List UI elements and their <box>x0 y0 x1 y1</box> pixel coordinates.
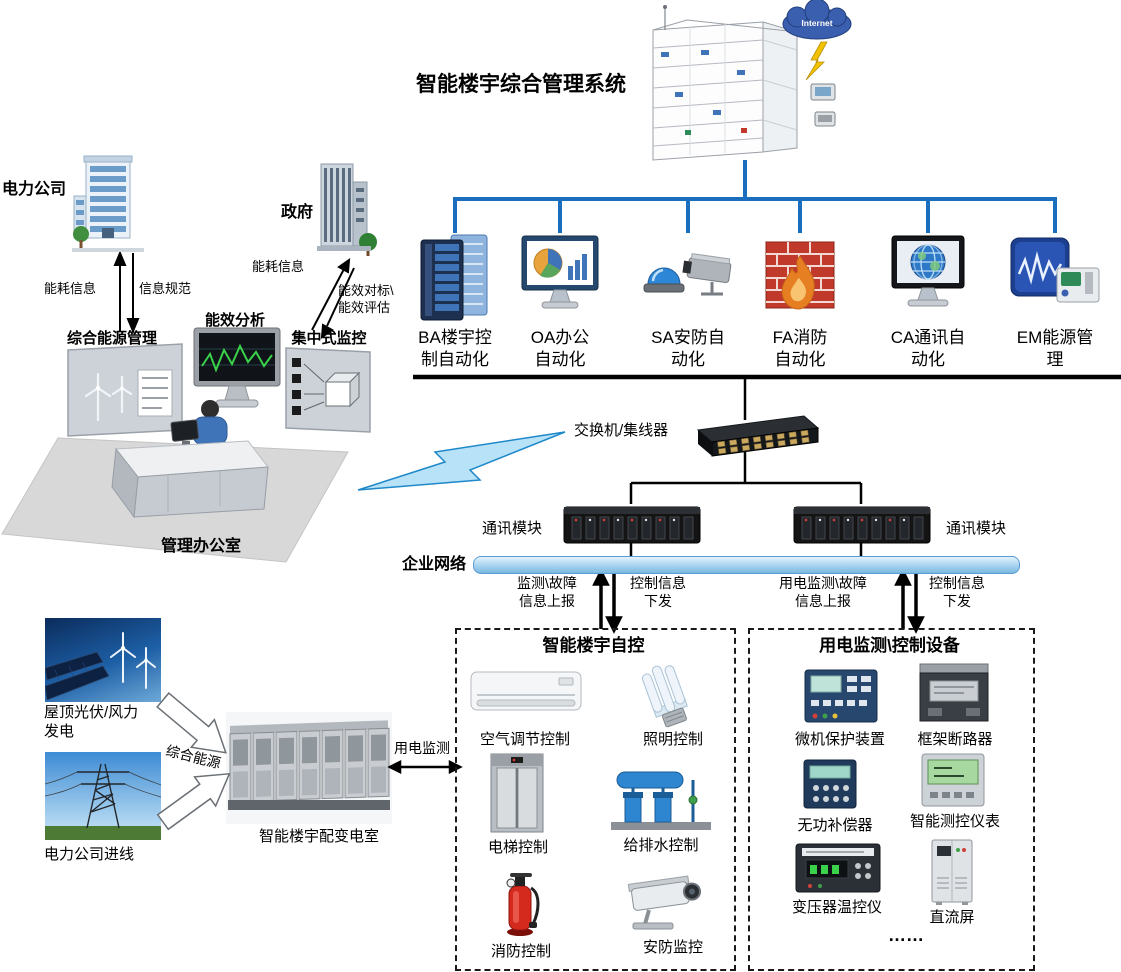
building-auto-box <box>455 628 736 971</box>
small-lightning-icon <box>805 41 828 81</box>
item-label-elevator: 电梯控制 <box>487 839 548 856</box>
grid-inlet-label: 电力公司进线 <box>44 846 135 863</box>
dc-panel-icon <box>931 839 973 905</box>
energy-info-label-left: 能耗信息 <box>44 281 97 296</box>
sa-security-icon <box>643 253 732 296</box>
flow-up-left-label: 监测\故障 信息上报 <box>517 575 577 609</box>
subsystem-label-ba: BA楼宇控 制自动化 <box>418 328 492 369</box>
item-label-breaker: 框架断路器 <box>917 731 993 748</box>
power-company-label: 电力公司 <box>2 181 67 198</box>
item-label-lighting: 照明控制 <box>642 731 703 748</box>
smart-meter-icon <box>921 753 985 807</box>
water-supply-icon <box>611 771 711 830</box>
subsystem-label-oa: OA办公 自动化 <box>530 328 590 369</box>
em-energy-icon <box>1010 237 1100 303</box>
item-label-relay: 微机保护装置 <box>794 731 885 748</box>
energy-info-label-gov: 能耗信息 <box>252 259 305 274</box>
subsystem-label-sa: SA安防自 动化 <box>651 328 725 369</box>
cfl-lamp-icon <box>641 665 688 728</box>
cctv-camera-icon <box>627 875 701 930</box>
transformer-temp-controller-icon <box>795 843 881 893</box>
pv-wind-label: 屋顶光伏/风力 发电 <box>44 704 139 741</box>
item-label-fire: 消防控制 <box>490 943 551 960</box>
flow-up-right-label: 用电监测\故障 信息上报 <box>779 575 867 609</box>
benchmark-label: 能效对标\ 能效评估 <box>338 283 394 315</box>
ca-communication-icon <box>891 235 965 307</box>
circuit-breaker-icon <box>919 663 989 722</box>
power-line-photo <box>45 752 161 840</box>
energy-management-board <box>67 343 183 437</box>
comm-module-left <box>563 506 701 544</box>
switchgear-photo <box>226 712 392 824</box>
enterprise-network-bus <box>473 556 1020 574</box>
item-label-water: 给排水控制 <box>623 837 699 854</box>
power-monitoring-label: 用电监测 <box>394 740 450 756</box>
page-title: 智能楼宇综合管理系统 <box>416 73 626 96</box>
power-monitor-box <box>748 628 1035 971</box>
item-label-security: 安防监控 <box>642 939 703 956</box>
internet-label: Internet <box>801 18 833 28</box>
switch-label: 交换机/集线器 <box>574 422 669 439</box>
government-label: 政府 <box>281 204 314 221</box>
comm-module-right <box>793 506 931 544</box>
info-standard-label: 信息规范 <box>139 281 192 296</box>
enterprise-network-label: 企业网络 <box>402 556 467 573</box>
fa-fire-icon <box>765 241 835 310</box>
building-auto-box-title: 智能楼宇自控 <box>542 636 645 655</box>
item-label-temp-controller: 变压器温控仪 <box>791 899 882 916</box>
air-conditioner-icon <box>470 671 582 711</box>
internet-cloud <box>782 0 852 40</box>
central-monitoring-board <box>285 347 371 433</box>
office-label: 管理办公室 <box>160 538 241 555</box>
more-items-label: …… <box>888 925 924 945</box>
comm-module-right-label: 通讯模块 <box>946 520 1007 537</box>
item-label-meter: 智能测控仪表 <box>909 813 1000 830</box>
government-building <box>317 163 377 256</box>
item-label-dc-panel: 直流屏 <box>929 909 975 926</box>
energy-mgmt-board-label: 综合能源管理 <box>66 330 157 347</box>
flow-down-right-label: 控制信息 下发 <box>929 575 985 609</box>
subsystem-label-em: EM能源管 理 <box>1016 328 1094 369</box>
operator-desk <box>111 400 269 519</box>
efficiency-analysis-label: 能效分析 <box>204 312 265 329</box>
protection-relay-icon <box>804 669 878 723</box>
solar-wind-photo <box>45 618 161 702</box>
flow-down-left-label: 控制信息 下发 <box>630 575 686 609</box>
subsystem-label-fa: FA消防 自动化 <box>772 328 828 369</box>
subsystem-label-ca: CA通讯自 动化 <box>890 328 966 369</box>
item-label-compensator: 无功补偿器 <box>797 817 873 834</box>
central-monitoring-label: 集中式监控 <box>291 330 367 347</box>
network-switch <box>696 415 820 457</box>
substation-label: 智能楼宇配变电室 <box>258 828 379 845</box>
fire-extinguisher-icon <box>506 873 540 936</box>
elevator-icon <box>490 753 544 833</box>
power-monitor-box-title: 用电监测\控制设备 <box>819 636 960 655</box>
power-company-building <box>72 155 144 252</box>
comm-module-left-label: 通讯模块 <box>482 520 543 537</box>
efficiency-analysis-monitor <box>193 327 281 408</box>
oa-office-icon <box>521 235 599 309</box>
reactive-compensator-icon <box>803 759 857 809</box>
ba-building-control-icon <box>420 234 488 321</box>
item-label-ac: 空气调节控制 <box>479 731 570 748</box>
building-schematic <box>652 0 852 161</box>
